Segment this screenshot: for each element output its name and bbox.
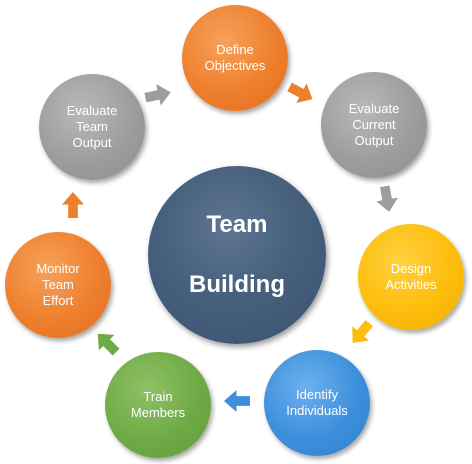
node-design-activities: Design Activities [358, 224, 464, 330]
node-define-objectives: Define Objectives [182, 5, 288, 111]
node-train-members: Train Members [105, 352, 211, 458]
center-title-line2: Building [189, 271, 285, 298]
node-evaluate-team-output: Evaluate Team Output [39, 74, 145, 180]
node-label: Evaluate Current Output [348, 101, 400, 148]
arrow-design-to-identify-icon [344, 316, 378, 350]
arrow-evaluate-current-to-design-icon [374, 184, 400, 213]
node-label: Monitor Team Effort [36, 261, 80, 308]
node-monitor-team-effort: Monitor Team Effort [5, 232, 111, 338]
arrow-identify-to-train-icon [224, 390, 250, 412]
arrow-monitor-to-evaluate-team-icon [62, 192, 84, 218]
node-label: Design Activities [385, 261, 437, 292]
arrow-define-to-evaluate-current-icon [284, 77, 317, 109]
node-evaluate-current-output: Evaluate Current Output [321, 72, 427, 178]
center-title-line1: Team [206, 211, 268, 238]
node-label: Define Objectives [204, 42, 266, 73]
node-label: Evaluate Team Output [66, 103, 118, 150]
node-label: Train Members [130, 389, 186, 420]
node-identify-individuals: Identify Individuals [264, 350, 370, 456]
center-team-building-circle: Team Building [148, 166, 326, 344]
node-label: Identify Individuals [286, 387, 348, 418]
arrow-train-to-monitor-icon [90, 326, 124, 360]
arrow-evaluate-team-to-define-icon [143, 82, 173, 109]
